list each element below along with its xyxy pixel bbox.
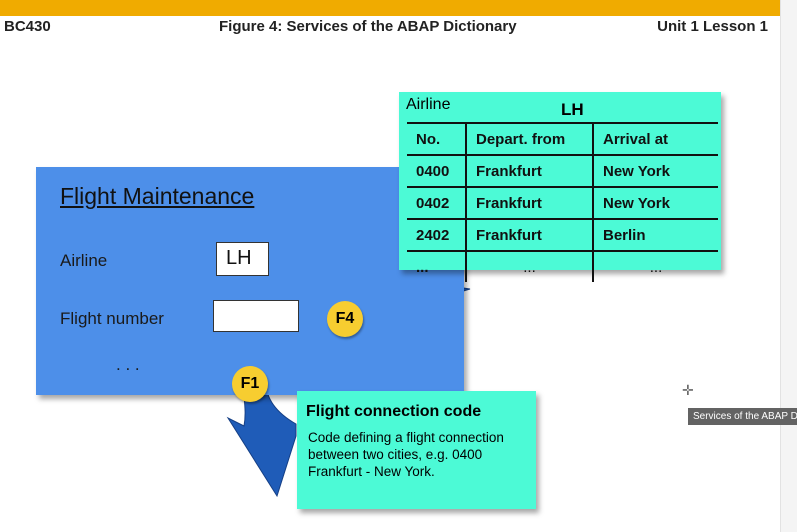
flight-number-label: Flight number [60, 309, 164, 328]
value-help-list: Airline LH No. Depart. from Arrival at 0… [399, 92, 721, 282]
crosshair-cursor-icon: ✛ [682, 382, 694, 398]
flight-maintenance-panel: Flight Maintenance Airline LH Flight num… [36, 167, 464, 395]
flight-number-field[interactable] [213, 300, 299, 332]
unit-lesson: Unit 1 Lesson 1 [657, 18, 768, 35]
table-cell: New York [593, 154, 718, 187]
table-cell: 0400 [407, 154, 467, 187]
figure-title: Figure 4: Services of the ABAP Dictionar… [219, 18, 517, 35]
more-fields-ellipsis: . . . [116, 355, 140, 374]
table-cell: Frankfurt [466, 186, 594, 219]
table-cell: Frankfurt [466, 154, 594, 187]
table-row[interactable]: ... ... ... [407, 250, 718, 282]
airline-label: Airline [60, 251, 108, 270]
f4-key-badge: F4 [327, 301, 363, 337]
flight-table: No. Depart. from Arrival at 0400 Frankfu… [407, 122, 718, 282]
lookup-airline-label: Airline [406, 96, 451, 113]
popup-text: Code defining a flight connection betwee… [308, 430, 504, 479]
table-row[interactable]: 0400 Frankfurt New York [407, 154, 718, 187]
panel-title: Flight Maintenance [60, 183, 255, 209]
table-cell: Berlin [593, 218, 718, 251]
table-cell: ... [407, 250, 467, 282]
column-header: Depart. from [466, 122, 594, 155]
table-cell: ... [593, 250, 718, 282]
table-cell: New York [593, 186, 718, 219]
table-cell: Frankfurt [466, 218, 594, 251]
f1-key-badge: F1 [232, 366, 268, 402]
column-header: Arrival at [593, 122, 718, 155]
table-cell: 2402 [407, 218, 467, 251]
lookup-airline-value: LH [561, 100, 584, 119]
table-cell: ... [466, 250, 594, 282]
field-help-popup: Flight connection code Code defining a f… [297, 391, 536, 509]
table-row[interactable]: 0402 Frankfurt New York [407, 186, 718, 219]
table-cell: 0402 [407, 186, 467, 219]
popup-title: Flight connection code [306, 403, 482, 420]
course-code: BC430 [4, 18, 51, 35]
table-row[interactable]: 2402 Frankfurt Berlin [407, 218, 718, 251]
brand-bar [0, 0, 781, 16]
airline-field[interactable]: LH [216, 242, 269, 276]
vertical-scrollbar[interactable] [780, 0, 797, 532]
tooltip: Services of the ABAP Dictionary [688, 408, 797, 425]
table-header-row: No. Depart. from Arrival at [407, 122, 718, 155]
column-header: No. [407, 122, 467, 155]
